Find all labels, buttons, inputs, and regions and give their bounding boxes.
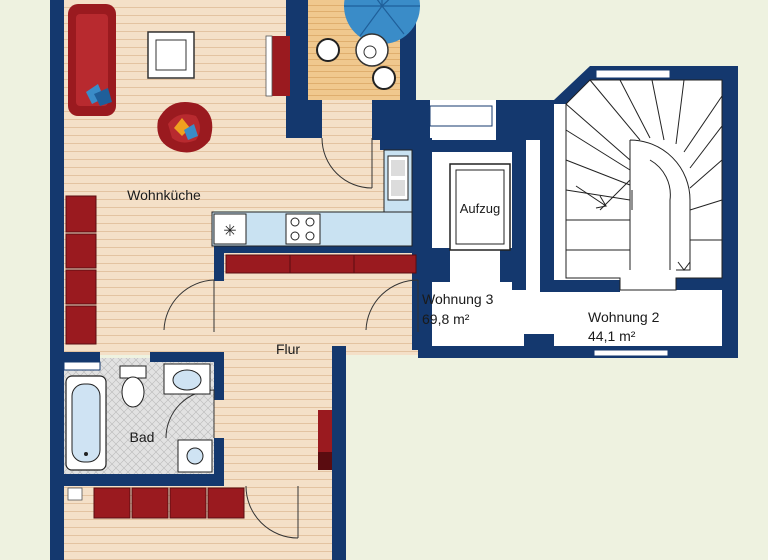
light-switch xyxy=(67,487,83,501)
stove-icon xyxy=(285,213,321,245)
coffee-table xyxy=(147,31,195,79)
armchair xyxy=(157,102,213,153)
bathtub-icon xyxy=(65,375,107,471)
room-label-wohnkueche: Wohnküche xyxy=(127,187,201,203)
room-label-aufzug: Aufzug xyxy=(460,201,500,216)
unit-label-wohnung3: Wohnung 3 xyxy=(422,291,494,307)
elevator-car xyxy=(449,163,511,251)
svg-text:✳: ✳ xyxy=(223,221,236,240)
unit-label-wohnung2: Wohnung 2 xyxy=(588,309,660,325)
washbasin-icon xyxy=(163,363,211,395)
windows xyxy=(63,69,671,371)
wall-bench xyxy=(65,195,97,345)
room-label-bad: Bad xyxy=(130,429,155,445)
shower-icon xyxy=(177,439,213,473)
fridge-icon: ✳ xyxy=(213,213,247,245)
staircase xyxy=(565,79,723,291)
sideboard xyxy=(265,35,290,97)
bottom-bench xyxy=(93,487,245,519)
room-label-flur: Flur xyxy=(276,341,300,357)
parasol-icon xyxy=(344,0,420,44)
shoe-cabinet xyxy=(318,410,332,470)
unit-area-wohnung2: 44,1 m² xyxy=(588,328,636,344)
walls xyxy=(50,0,738,560)
balcony-chairs xyxy=(316,38,396,90)
balcony-table xyxy=(355,33,389,67)
cushion-icon xyxy=(86,84,112,106)
wardrobe xyxy=(225,254,417,274)
unit-area-wohnung3: 69,8 m² xyxy=(422,311,470,327)
sink-icon xyxy=(387,155,409,201)
sofa xyxy=(68,4,116,116)
toilet-icon xyxy=(119,365,147,408)
